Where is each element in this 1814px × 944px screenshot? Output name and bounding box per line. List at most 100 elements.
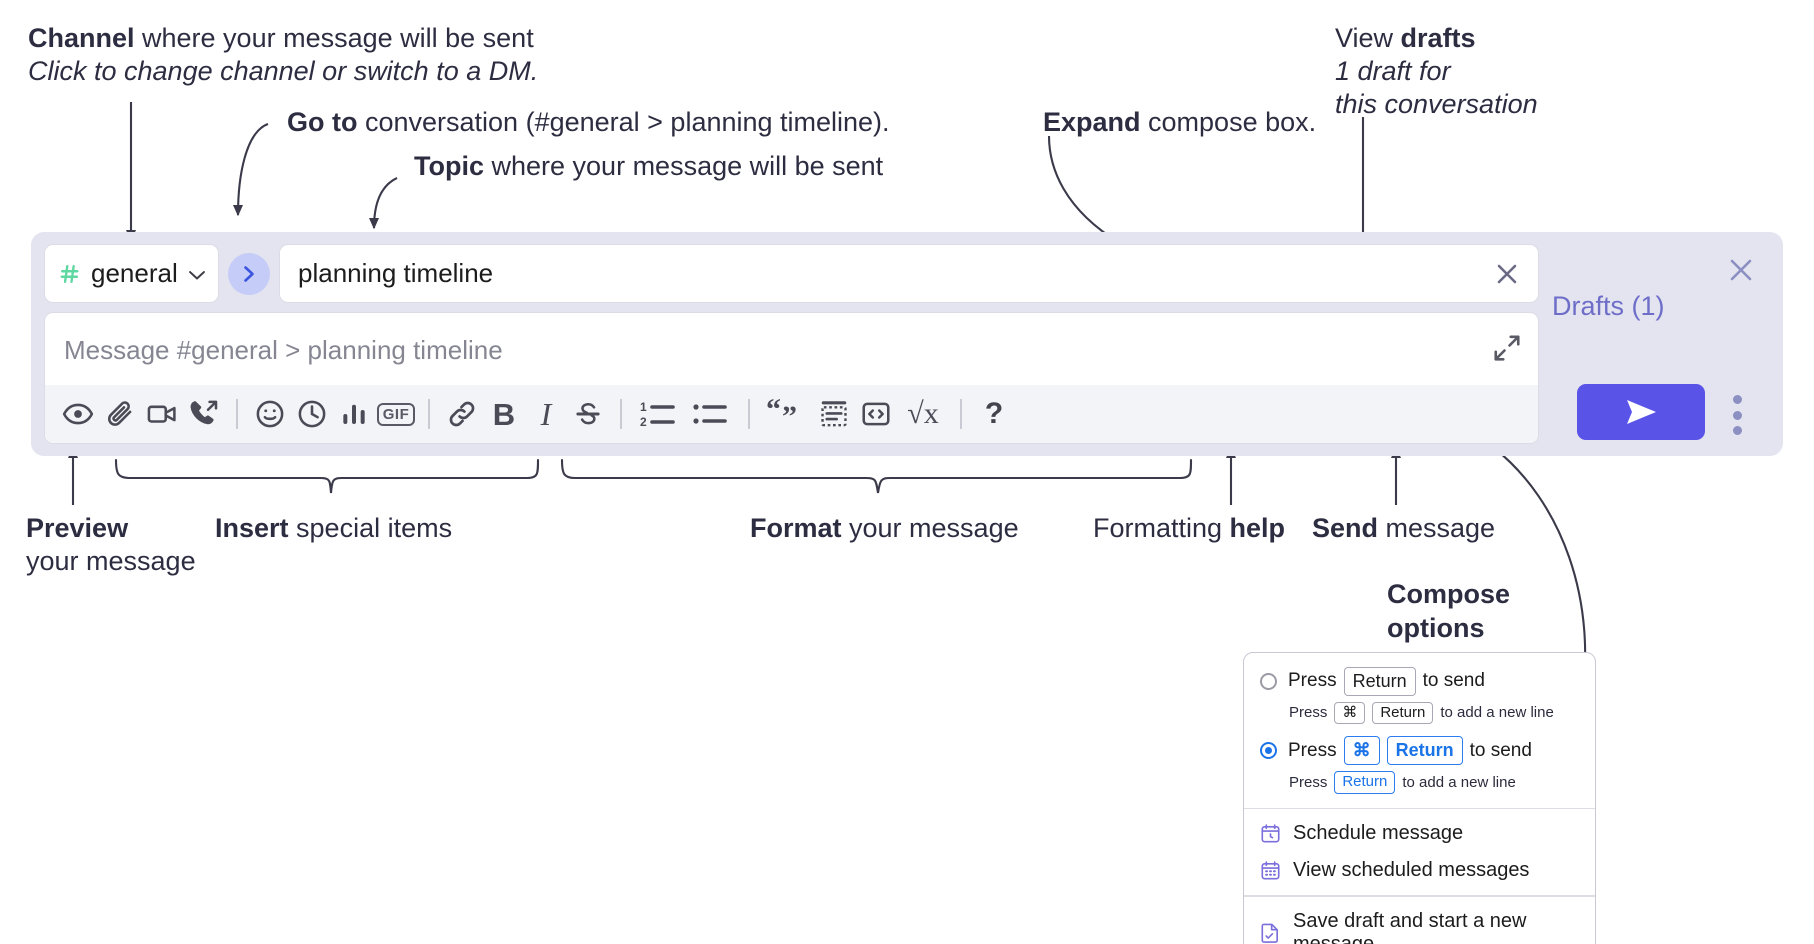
svg-text:1: 1 xyxy=(640,400,647,414)
topic-value: planning timeline xyxy=(298,258,494,288)
annotation-preview-bold: Preview xyxy=(26,513,129,543)
emoji-icon[interactable] xyxy=(249,393,291,435)
annotation-send-rest: message xyxy=(1378,513,1496,543)
send-button[interactable] xyxy=(1577,384,1705,440)
option1-sub-post: to add a new line xyxy=(1440,704,1554,722)
menu-item-save-draft[interactable]: Save draft and start a new message xyxy=(1244,903,1595,944)
topic-input[interactable]: planning timeline xyxy=(279,244,1539,303)
annotation-insert: Insert special items xyxy=(215,512,452,545)
message-input-box[interactable]: Message #general > planning timeline xyxy=(44,312,1539,444)
annotation-goto-bold: Go to xyxy=(287,107,358,137)
kebab-dot xyxy=(1732,426,1742,435)
math-label: √x xyxy=(907,397,939,430)
radio-selected[interactable] xyxy=(1260,742,1277,759)
key-return: Return xyxy=(1372,701,1434,725)
code-block-icon[interactable] xyxy=(813,393,855,435)
annotation-drafts-sub1: 1 draft for xyxy=(1335,55,1451,86)
annotation-channel-sub: Click to change channel or switch to a D… xyxy=(28,55,539,86)
compose-options-menu: Press Return to send Press ⌘ Return to a… xyxy=(1243,652,1596,944)
annotation-format: Format your message xyxy=(750,512,1019,545)
bold-icon[interactable]: B xyxy=(483,393,525,435)
menu-item-label: View scheduled messages xyxy=(1293,859,1530,881)
menu-item-schedule-message[interactable]: Schedule message xyxy=(1244,815,1595,852)
compose-inner: general planning timeline Messag xyxy=(44,244,1539,444)
send-shortcut-options: Press Return to send Press ⌘ Return to a… xyxy=(1244,653,1595,808)
italic-label: I xyxy=(540,396,552,432)
kebab-dot xyxy=(1732,410,1742,420)
math-icon[interactable]: √x xyxy=(897,393,949,435)
annotation-insert-bold: Insert xyxy=(215,513,289,543)
annotation-drafts-lead: View xyxy=(1335,23,1401,53)
annotation-topic-rest: where your message will be sent xyxy=(484,151,884,181)
gif-icon[interactable]: GIF xyxy=(375,393,417,435)
option1-sub-pre: Press xyxy=(1289,704,1328,722)
annotation-help-lead: Formatting xyxy=(1093,513,1230,543)
toolbar-divider xyxy=(236,399,238,429)
option-return-to-send[interactable]: Press Return to send xyxy=(1244,665,1595,698)
reminder-clock-icon[interactable] xyxy=(291,393,333,435)
calendar-grid-icon xyxy=(1260,860,1281,881)
radio-unselected[interactable] xyxy=(1260,672,1277,690)
bold-label: B xyxy=(492,396,516,432)
save-draft-icon xyxy=(1260,922,1281,943)
annotation-compose-bold2: options xyxy=(1387,613,1485,644)
annotation-topic-bold: Topic xyxy=(414,151,484,181)
option-cmd-return-subtext: Press Return to add a new line xyxy=(1244,767,1595,798)
key-command: ⌘ xyxy=(1343,736,1380,765)
goto-conversation-button[interactable] xyxy=(228,252,270,295)
audio-call-icon[interactable] xyxy=(183,393,225,435)
option-cmd-return-to-send[interactable]: Press ⌘ Return to send xyxy=(1244,734,1595,767)
svg-text:“: “ xyxy=(766,399,781,426)
annotation-send-bold: Send xyxy=(1312,513,1379,543)
formatting-toolbar: GIF B I xyxy=(45,385,1538,443)
close-icon[interactable] xyxy=(1492,259,1522,289)
more-vertical-icon[interactable] xyxy=(1727,395,1747,435)
option2-pre: Press xyxy=(1288,739,1337,761)
annotation-goto: Go to conversation (#general > planning … xyxy=(287,106,890,139)
annotation-goto-rest: conversation (#general > planning timeli… xyxy=(357,107,890,137)
menu-item-label: Save draft and start a new message xyxy=(1293,909,1527,944)
annotation-insert-rest: special items xyxy=(288,513,453,543)
compose-header-row: general planning timeline xyxy=(44,244,1539,303)
expand-icon[interactable] xyxy=(1492,333,1522,363)
channel-selector[interactable]: general xyxy=(44,244,219,303)
annotation-format-bold: Format xyxy=(750,513,842,543)
blockquote-icon[interactable]: “ ” xyxy=(761,393,813,435)
italic-icon[interactable]: I xyxy=(525,393,567,435)
calendar-clock-icon xyxy=(1260,823,1281,844)
annotation-channel-bold: Channel xyxy=(28,23,135,53)
key-return: Return xyxy=(1343,667,1416,696)
help-icon[interactable]: ? xyxy=(973,393,1015,435)
send-icon xyxy=(1627,400,1656,424)
annotation-drafts: View drafts 1 draft for this conversatio… xyxy=(1335,22,1538,121)
annotation-preview-sub: your message xyxy=(26,545,196,576)
hash-icon xyxy=(59,263,81,285)
option1-post: to send xyxy=(1422,670,1485,692)
option2-sub-pre: Press xyxy=(1289,773,1328,791)
link-icon[interactable] xyxy=(441,393,483,435)
help-label: ? xyxy=(984,397,1004,430)
annotation-channel-rest: where your message will be sent xyxy=(134,23,534,53)
annotation-send: Send message xyxy=(1312,512,1495,545)
annotation-expand-bold: Expand xyxy=(1043,107,1141,137)
annotation-help-bold: help xyxy=(1229,513,1286,543)
menu-item-view-scheduled-messages[interactable]: View scheduled messages xyxy=(1244,852,1595,889)
bulleted-list-icon[interactable] xyxy=(685,393,737,435)
poll-bar-chart-icon[interactable] xyxy=(333,393,375,435)
annotation-format-rest: your message xyxy=(841,513,1019,543)
video-icon[interactable] xyxy=(141,393,183,435)
annotation-compose-bold1: Compose xyxy=(1387,579,1511,609)
preview-icon[interactable] xyxy=(57,393,99,435)
kebab-dot xyxy=(1732,395,1742,404)
panel-close-icon[interactable] xyxy=(1725,254,1757,286)
inline-code-icon[interactable] xyxy=(855,393,897,435)
drafts-link[interactable]: Drafts (1) xyxy=(1552,291,1665,321)
ordered-list-icon[interactable]: 1 2 xyxy=(633,393,685,435)
toolbar-divider xyxy=(428,399,430,429)
annotation-expand-rest: compose box. xyxy=(1140,107,1317,137)
strikethrough-icon[interactable] xyxy=(567,393,609,435)
svg-text:”: ” xyxy=(782,400,797,429)
menu-item-label: Schedule message xyxy=(1293,822,1464,844)
menu-divider xyxy=(1244,807,1595,809)
attachment-icon[interactable] xyxy=(99,393,141,435)
